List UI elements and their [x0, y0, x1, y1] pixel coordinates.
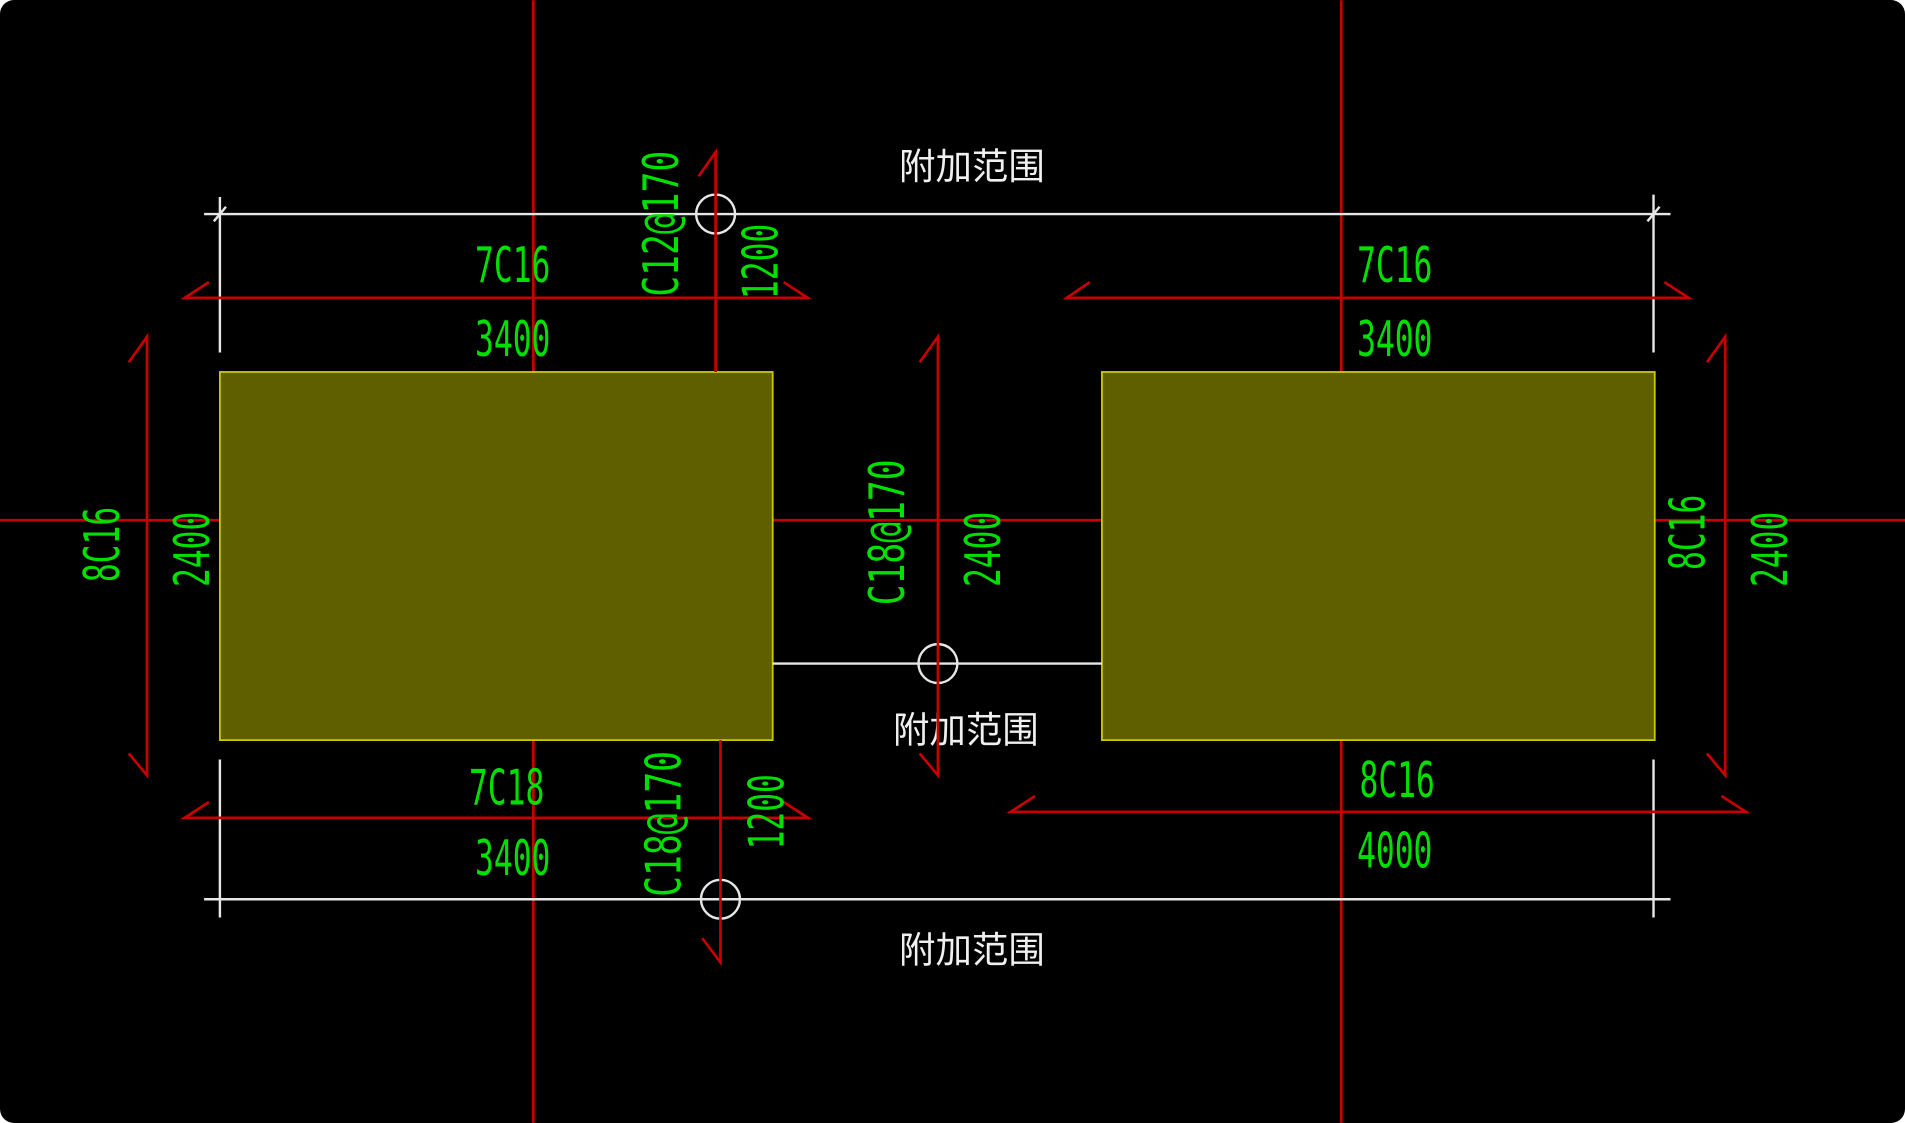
middle-length: 2400 — [956, 512, 1012, 587]
right-top-length: 3400 — [1357, 312, 1432, 368]
rebar-right-side[interactable] — [1705, 332, 1727, 780]
left-footing[interactable] — [218, 371, 774, 742]
connection-bottom-bars: C18@170 — [636, 751, 692, 897]
left-top-length: 3400 — [475, 312, 550, 368]
right-top-bars: 7C16 — [1357, 238, 1432, 294]
rebar-connection-bottom[interactable] — [701, 740, 722, 967]
middle-bars: C18@170 — [860, 459, 916, 605]
right-side-length: 2400 — [1743, 512, 1799, 587]
right-side-bars: 8C16 — [1661, 495, 1717, 570]
top-range-dimension — [204, 193, 1671, 353]
rebar-right-top[interactable] — [1062, 280, 1694, 300]
left-top-bars: 7C16 — [475, 238, 550, 294]
left-side-length: 2400 — [165, 512, 221, 587]
rebar-connection-top[interactable] — [697, 147, 717, 372]
rebar-left-bottom[interactable] — [180, 800, 813, 820]
rebar-left-side[interactable] — [127, 332, 149, 780]
rebar-right-bottom[interactable] — [1006, 794, 1751, 814]
left-bottom-bars: 7C18 — [469, 760, 544, 816]
right-bottom-length: 4000 — [1357, 824, 1432, 880]
right-bottom-bars: 8C16 — [1359, 753, 1434, 809]
connection-bottom-length: 1200 — [740, 774, 796, 849]
connection-top-bars: C12@170 — [634, 151, 690, 297]
bottom-range-dimension — [204, 759, 1671, 920]
rebar-middle[interactable] — [918, 332, 940, 780]
range-label-bottom: 附加范围 — [899, 928, 1045, 971]
right-footing[interactable] — [1101, 371, 1656, 742]
rebar-left-top[interactable] — [180, 280, 813, 300]
connection-top-length: 1200 — [734, 224, 790, 299]
left-bottom-length: 3400 — [475, 831, 550, 887]
left-side-bars: 8C16 — [75, 507, 131, 582]
range-label-middle: 附加范围 — [893, 709, 1039, 752]
range-label-top: 附加范围 — [899, 145, 1045, 188]
